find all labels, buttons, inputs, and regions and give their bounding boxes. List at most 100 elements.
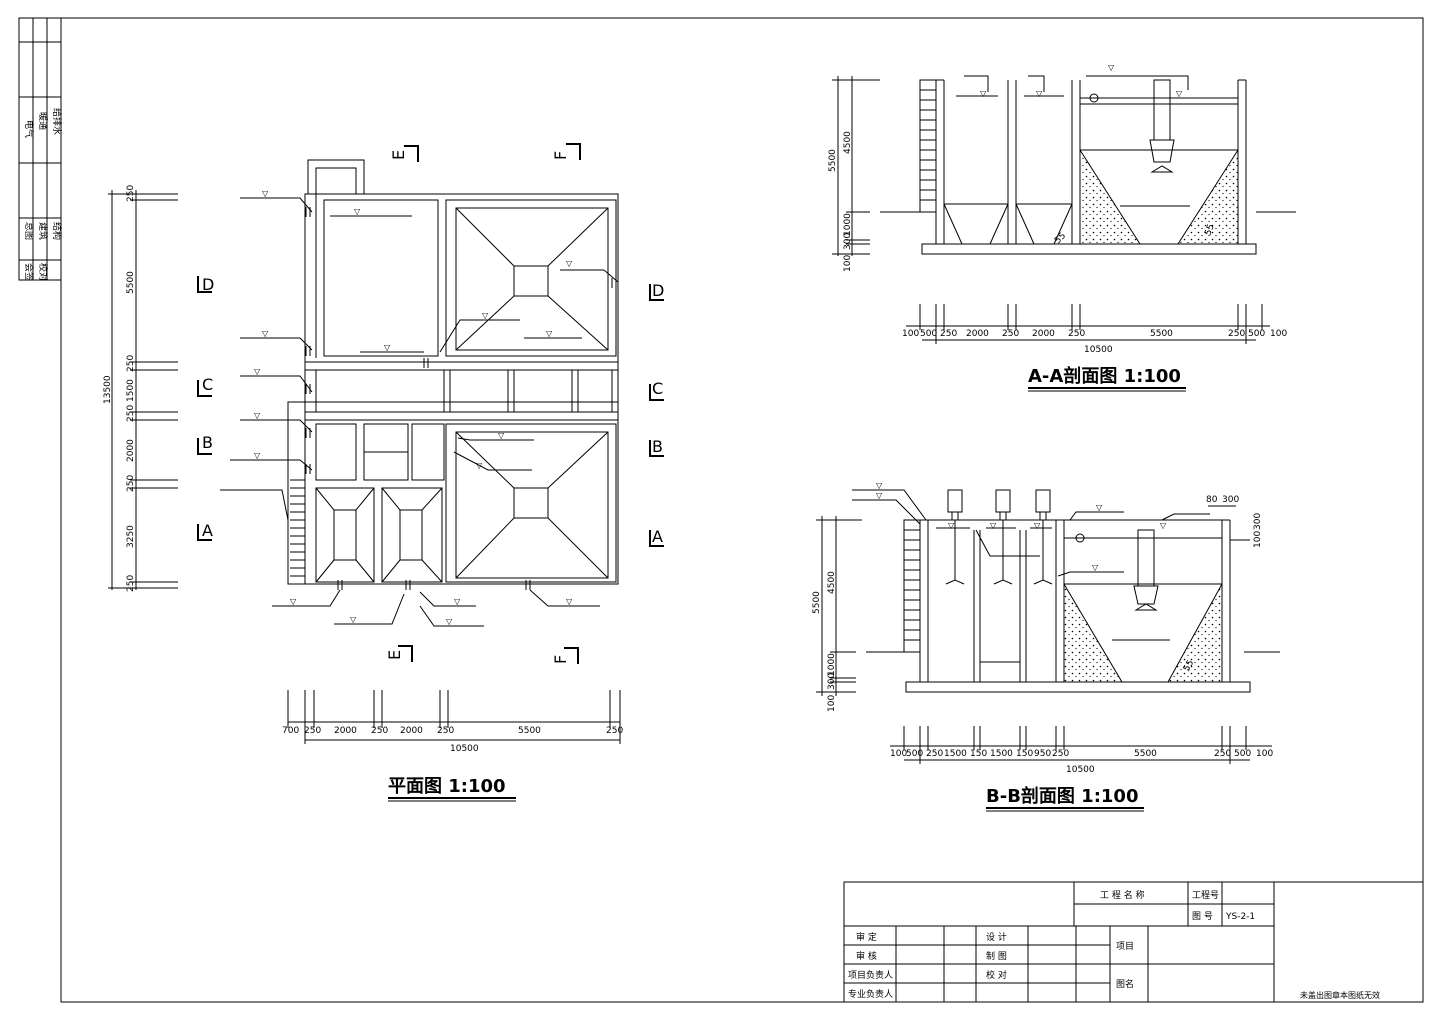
aa-b-1: 500 (920, 329, 937, 339)
svg-text:▽: ▽ (990, 521, 997, 530)
bb-b-5: 1500 (990, 749, 1013, 759)
section-marks: D D C C B B A A E F E F (197, 143, 664, 664)
mark-F-top: F (551, 151, 570, 160)
svg-text:▽: ▽ (262, 329, 269, 338)
tb-mid-1: 制 图 (986, 950, 1007, 962)
svg-text:▽: ▽ (1092, 563, 1099, 572)
bb-h-4: 100 (827, 695, 837, 712)
ld-1: 5500 (126, 271, 136, 294)
aa-b-3: 2000 (966, 329, 989, 339)
svg-text:▽: ▽ (1096, 503, 1103, 512)
ld-7: 3250 (126, 525, 136, 548)
mark-C-right: C (652, 379, 663, 398)
aa-h-4: 100 (843, 255, 853, 272)
svg-text:▽: ▽ (254, 411, 261, 420)
tb-drawing-no-label: 图 号 (1192, 911, 1213, 922)
section-bb-title: B-B剖面图 1:100 (986, 785, 1138, 807)
svg-text:▽: ▽ (1034, 521, 1041, 530)
bb-top-2: 100 (1253, 531, 1263, 548)
aa-total: 10500 (1084, 345, 1113, 355)
mark-D-right: D (652, 281, 664, 300)
mark-C-left: C (202, 375, 213, 394)
svg-text:▽: ▽ (566, 597, 573, 606)
tb-row-0: 审 定 (856, 931, 877, 943)
aa-b-6: 250 (1068, 329, 1085, 339)
bb-b-1: 500 (906, 749, 923, 759)
mark-B-left: B (202, 433, 213, 452)
mark-D-left: D (202, 275, 214, 294)
ld-3: 1500 (126, 379, 136, 402)
bb-top-1: 300 (1222, 495, 1239, 505)
side-col1-3: 会签 (23, 263, 35, 281)
bb-b-7: 950 (1034, 749, 1051, 759)
bb-b-3: 1500 (944, 749, 967, 759)
side-col1-2: 给排水 (51, 108, 63, 135)
bd-5: 250 (437, 726, 454, 736)
bb-b-4: 150 (970, 749, 987, 759)
aa-b-0: 100 (902, 329, 919, 339)
side-signoff-block: 电气 暖通 给排水 会签 总图 建筑 结构 校对 (18, 17, 63, 281)
tb-project-no-label: 工程号 (1192, 890, 1219, 901)
bd-0: 700 (282, 726, 299, 736)
svg-text:▽: ▽ (546, 329, 553, 338)
drawing-border (60, 17, 1424, 1003)
aa-b-5: 2000 (1032, 329, 1055, 339)
svg-text:▽: ▽ (476, 461, 483, 470)
bb-b-10: 250 (1214, 749, 1231, 759)
bd-6: 5500 (518, 726, 541, 736)
ld-5: 2000 (126, 439, 136, 462)
ld-2: 250 (126, 355, 136, 372)
svg-text:▽: ▽ (254, 451, 261, 460)
svg-text:▽: ▽ (876, 491, 883, 500)
svg-text:▽: ▽ (290, 597, 297, 606)
svg-text:▽: ▽ (1176, 89, 1183, 98)
svg-text:▽: ▽ (354, 207, 361, 216)
bb-b-0: 100 (890, 749, 907, 759)
tb-row-3: 专业负责人 (848, 988, 893, 1000)
section-aa-title: A-A剖面图 1:100 (1028, 365, 1181, 387)
side-col2-0: 总图 (23, 222, 35, 240)
mark-F-bottom: F (551, 655, 570, 664)
bd-3: 250 (371, 726, 388, 736)
bb-top-0: 80 (1206, 495, 1218, 505)
bb-b-6: 150 (1016, 749, 1033, 759)
svg-text:▽: ▽ (254, 367, 261, 376)
mixer-motors (945, 489, 1053, 585)
mark-E-bottom: E (385, 650, 404, 660)
mark-E-top: E (389, 150, 408, 160)
aa-height-dims: 5500 4500 1000 300 100 (828, 76, 880, 272)
svg-text:▽: ▽ (446, 617, 453, 626)
plan-title: 平面图 1:100 (388, 776, 506, 797)
tb-mid-2: 校 对 (986, 969, 1007, 981)
aa-h-0: 5500 (828, 149, 838, 172)
svg-text:▽: ▽ (948, 521, 955, 530)
ld-8: 250 (126, 575, 136, 592)
tb-note: 未盖出图章本图纸无效 (1300, 990, 1380, 1000)
bb-b-8: 250 (1052, 749, 1069, 759)
plan-bottom-dims: 700 250 2000 250 2000 250 5500 250 10500 (282, 690, 623, 754)
bb-bottom-dims: 100 500 250 1500 150 1500 150 950 250 55… (890, 726, 1273, 775)
svg-text:▽: ▽ (350, 615, 357, 624)
aa-h-3: 300 (843, 233, 853, 250)
bb-h-1: 4500 (827, 571, 837, 594)
bb-b-11: 500 (1234, 749, 1251, 759)
svg-text:▽: ▽ (498, 431, 505, 440)
plan-outer-wall (304, 193, 619, 585)
tb-mid-0: 设 计 (986, 931, 1007, 943)
mark-A-left: A (202, 521, 213, 540)
bd-2: 2000 (334, 726, 357, 736)
svg-text:▽: ▽ (262, 189, 269, 198)
side-col1-1: 暖通 (37, 112, 49, 130)
aa-b-9: 500 (1248, 329, 1265, 339)
bb-b-2: 250 (926, 749, 943, 759)
svg-text:▽: ▽ (482, 311, 489, 320)
svg-text:▽: ▽ (454, 597, 461, 606)
bb-total: 10500 (1066, 765, 1095, 775)
tb-row-2: 项目负责人 (848, 969, 893, 981)
bd-1: 250 (304, 726, 321, 736)
svg-text:▽: ▽ (566, 259, 573, 268)
ld-total: 13500 (103, 375, 113, 404)
aa-b-7: 5500 (1150, 329, 1173, 339)
bd-4: 2000 (400, 726, 423, 736)
